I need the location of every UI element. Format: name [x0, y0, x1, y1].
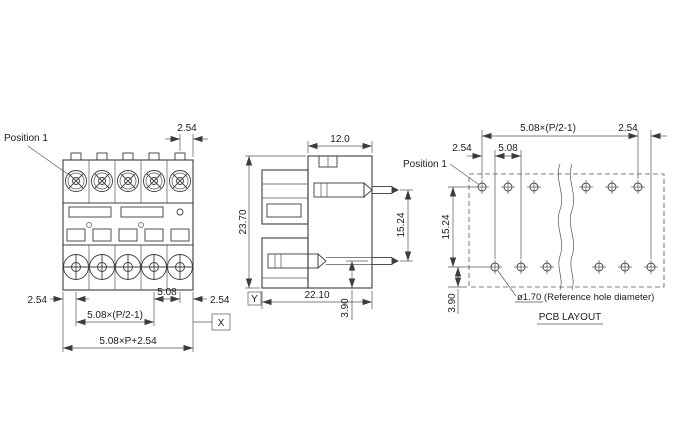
pcb-holes-bottom-row — [487, 259, 659, 275]
pcb-dimensions: 5.08×(P/2-1) 2.54 2.54 5.08 15.24 3.90 ø… — [441, 123, 667, 314]
side-lower-port — [261, 237, 309, 289]
break-line — [557, 163, 563, 291]
side-view-body — [261, 155, 373, 289]
front-top-screws — [65, 170, 191, 192]
front-mid-details — [66, 206, 190, 242]
x-marker-box — [211, 313, 231, 331]
pcb-layout-title-text: PCB LAYOUT — [539, 312, 602, 323]
front-position-label: Position 1 — [4, 133, 48, 144]
front-dim-overall-width: 5.08×P+2.54 — [99, 336, 157, 347]
pcb-dim-hole-span: 5.08×(P/2-1) — [520, 123, 576, 134]
front-position-leader — [27, 145, 70, 176]
pcb-dim-edge-offset: 3.90 — [447, 293, 458, 313]
pcb-footprint-outline — [468, 173, 665, 288]
front-position-callout: Position 1 — [4, 133, 70, 176]
hole-note-leader — [497, 270, 517, 297]
front-view-body — [62, 152, 194, 291]
y-marker-label: Y — [251, 294, 258, 305]
side-dim-overall-depth: 22.10 — [304, 290, 329, 301]
front-bottom-screws — [63, 254, 193, 280]
side-dim-overall-height: 23.70 — [238, 209, 249, 234]
pcb-position-callout: Position 1 — [403, 159, 479, 185]
side-view: 12.0 23.70 15.24 22.10 3.90 Y — [238, 134, 413, 320]
pcb-dim-hole-pitch: 5.08 — [498, 143, 518, 154]
pcb-hole-note: ø1.70 (Reference hole diameter) — [517, 292, 654, 303]
front-dim-pole-span: 5.08×(P/2-1) — [87, 310, 143, 321]
side-lower-clamp — [267, 253, 399, 269]
front-view: Position 1 2.54 2.54 5.08 2.54 5.08×(P/2… — [4, 123, 231, 352]
pcb-dim-top-right: 2.54 — [618, 123, 638, 134]
pcb-position-label: Position 1 — [403, 159, 447, 170]
side-dim-pin-row-spacing: 15.24 — [396, 212, 407, 237]
y-marker-box — [247, 291, 262, 306]
front-dim-bottom-left: 2.54 — [28, 295, 48, 306]
front-dim-bottom-pitch: 5.08 — [157, 287, 177, 298]
side-view-dimensions: 12.0 23.70 15.24 22.10 3.90 Y — [238, 134, 413, 320]
break-line — [569, 163, 575, 291]
front-view-dimensions: 2.54 2.54 5.08 2.54 5.08×(P/2-1) X 5.08×… — [28, 123, 231, 352]
upper-pcb-pin — [371, 186, 393, 194]
side-upper-port — [261, 169, 309, 225]
pcb-layout-title: PCB LAYOUT — [537, 312, 603, 325]
x-marker-label: X — [218, 318, 225, 329]
pcb-position-leader — [449, 163, 479, 185]
pcb-layout-view: Position 1 5.08×(P/2-1) 2.54 2.54 5.08 1… — [403, 123, 667, 325]
side-upper-clamp — [313, 182, 399, 198]
side-dim-pin-to-bottom: 3.90 — [340, 298, 351, 318]
pcb-dim-row-spacing: 15.24 — [441, 214, 452, 239]
front-dim-bottom-right: 2.54 — [210, 295, 230, 306]
pcb-dim-row-offset: 2.54 — [452, 143, 472, 154]
side-dim-top-width: 12.0 — [330, 134, 350, 145]
front-housing-outline — [62, 159, 194, 291]
lower-pcb-pin — [371, 257, 393, 265]
front-dim-top-right: 2.54 — [177, 123, 197, 134]
